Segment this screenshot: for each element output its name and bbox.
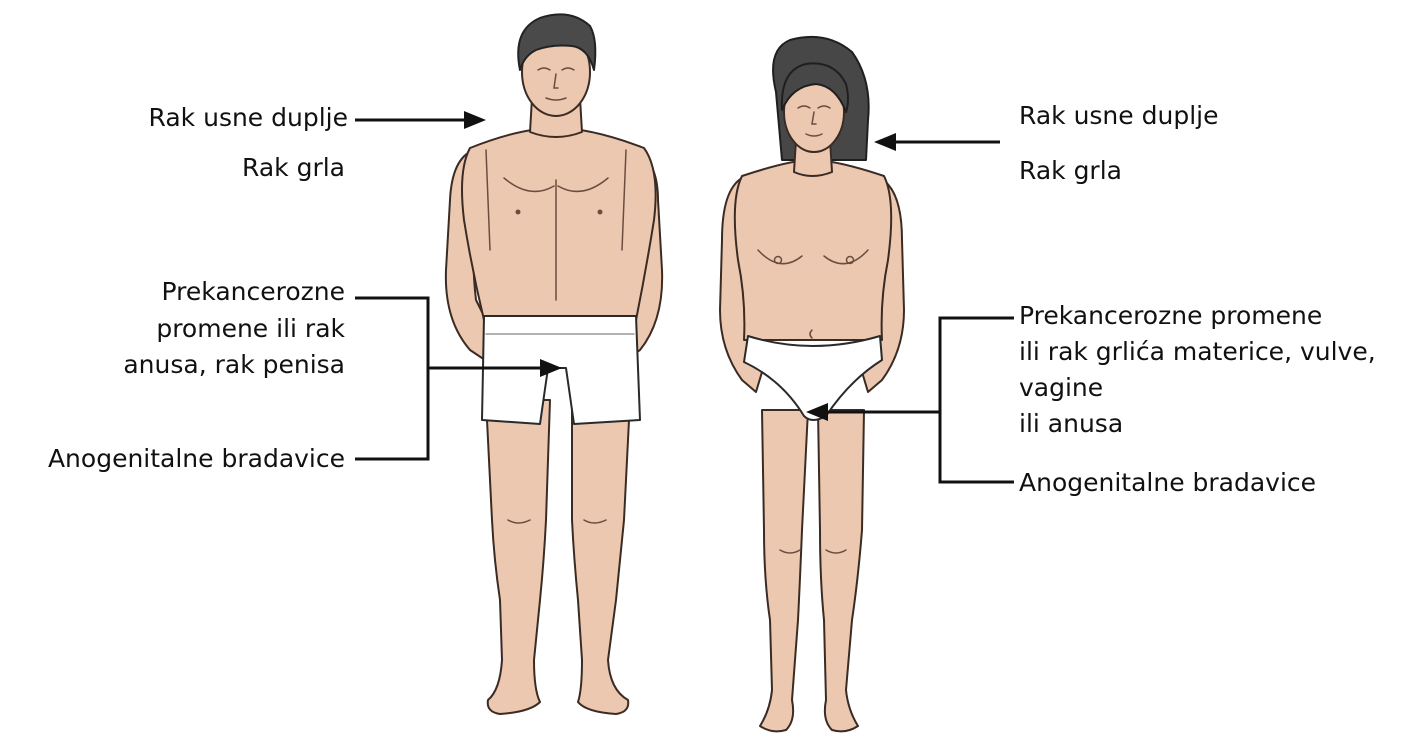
female-underwear bbox=[744, 336, 882, 420]
male-label-throat-cancer: Rak grla bbox=[242, 149, 345, 187]
female-label-precancer-4: ili anusa bbox=[1019, 405, 1123, 443]
female-label-oral-cancer: Rak usne duplje bbox=[1019, 97, 1218, 135]
male-label-oral-cancer: Rak usne duplje bbox=[149, 99, 348, 137]
female-label-precancer-2: ili rak grlića materice, vulve, bbox=[1019, 333, 1376, 371]
arrow-male-oral bbox=[355, 111, 486, 129]
male-nipple-l bbox=[516, 210, 521, 215]
male-torso bbox=[462, 128, 656, 320]
male-label-anogenital-warts: Anogenitalne bradavice bbox=[48, 440, 345, 478]
male-label-precancer-3: anusa, rak penisa bbox=[123, 346, 345, 384]
male-left-leg bbox=[486, 400, 550, 714]
female-label-anogenital-warts: Anogenitalne bradavice bbox=[1019, 464, 1316, 502]
male-label-precancer-1: Prekancerozne bbox=[162, 273, 345, 311]
male-nipple-r bbox=[598, 210, 603, 215]
female-label-precancer-3: vagine bbox=[1019, 369, 1103, 407]
female-label-throat-cancer: Rak grla bbox=[1019, 152, 1122, 190]
arrow-female-oral bbox=[874, 133, 1000, 151]
female-right-leg bbox=[818, 410, 864, 731]
male-boxer-shorts bbox=[482, 316, 640, 424]
female-label-precancer-1: Prekancerozne promene bbox=[1019, 297, 1322, 335]
male-right-leg bbox=[572, 400, 630, 714]
female-left-leg bbox=[760, 410, 808, 731]
male-label-precancer-2: promene ili rak bbox=[156, 310, 345, 348]
